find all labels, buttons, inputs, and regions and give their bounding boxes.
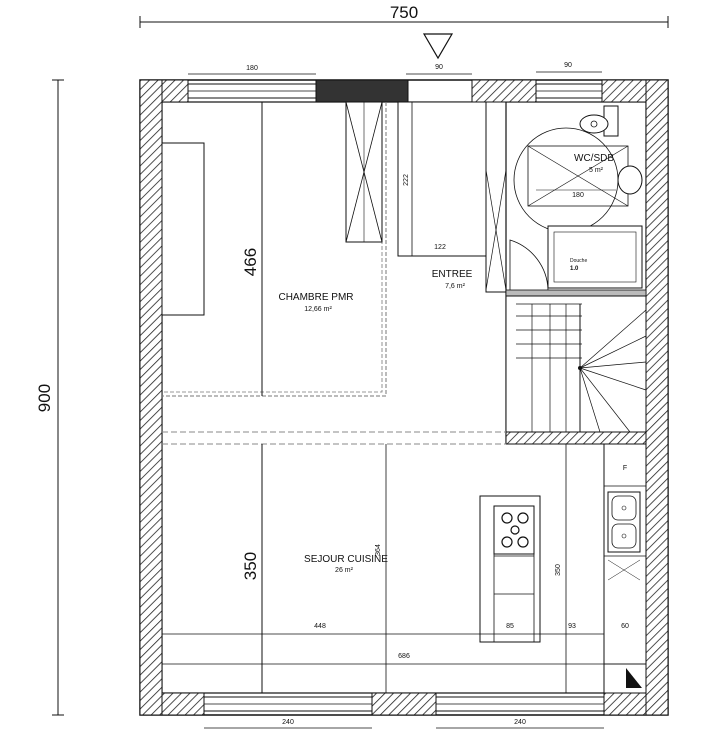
closet-width-dim: 122: [434, 244, 446, 251]
island-gap-dim: 93: [568, 623, 576, 630]
top-right-window: 90: [535, 62, 603, 99]
chambre-height-dim: 466: [241, 248, 260, 276]
shower-label: Douche: [570, 258, 587, 264]
overall-height-dimension: 900: [35, 79, 64, 716]
sejour-area-label: 26 m²: [335, 567, 354, 574]
kitchen-depth-dim: 350: [555, 564, 562, 576]
bed-icon: [161, 142, 205, 316]
chambre-area: 466 CHAMBRE PMR 12,66 m²: [161, 101, 387, 397]
top-left-window: 180: [187, 65, 317, 99]
wc-sdb-area: WC/SDB 5 m² 180 Douche 1.0: [505, 101, 647, 297]
island-dim: 85: [506, 623, 514, 630]
shower-icon: [547, 225, 643, 289]
counter-dim: 60: [621, 623, 629, 630]
sejour-name: SEJOUR CUISINE: [304, 554, 388, 565]
entree-name: ENTREE: [432, 269, 473, 280]
entree-area-label: 7,6 m²: [445, 283, 466, 290]
closet-depth-dim: 222: [403, 174, 410, 186]
chambre-area-label: 12,66 m²: [304, 306, 332, 313]
sejour-height-dim: 350: [241, 552, 260, 580]
entry-arrow-icon: [422, 33, 454, 60]
kitchen-counter: [603, 443, 647, 694]
washbasin-icon: [617, 165, 643, 195]
overall-width-dimension: 750: [139, 3, 669, 28]
overall-width-label: 750: [390, 3, 418, 22]
chambre-name: CHAMBRE PMR: [278, 292, 353, 303]
sejour-wall-dim: 448: [314, 623, 326, 630]
pmr-turning-circle: [513, 127, 619, 233]
bottom-left-window-dim: 240: [282, 719, 294, 726]
fridge-label: F: [623, 465, 627, 472]
total-width-dim: 686: [398, 653, 410, 660]
wc-area-label: 5 m²: [589, 167, 604, 174]
bottom-left-window: 240: [203, 696, 373, 729]
overall-height-label: 900: [35, 384, 54, 412]
entree-area: 222 122 ENTREE 7,6 m²: [397, 101, 507, 444]
closet-icon: [397, 101, 487, 257]
wc-width-dim: 180: [572, 192, 584, 199]
wc-name: WC/SDB: [574, 153, 614, 164]
bottom-right-window: 240: [435, 696, 605, 729]
entry-door-dim: 90: [435, 64, 443, 71]
sejour-area: 350 364 SEJOUR CUISINE 26 m² 85 F: [162, 443, 647, 694]
bottom-right-window-dim: 240: [514, 719, 526, 726]
right-window-dim: 90: [564, 62, 572, 69]
shower-size: 1.0: [570, 266, 579, 272]
staircase: [505, 295, 647, 445]
sejour-mid-dim: 364: [375, 544, 382, 556]
left-window-dim: 180: [246, 65, 258, 72]
